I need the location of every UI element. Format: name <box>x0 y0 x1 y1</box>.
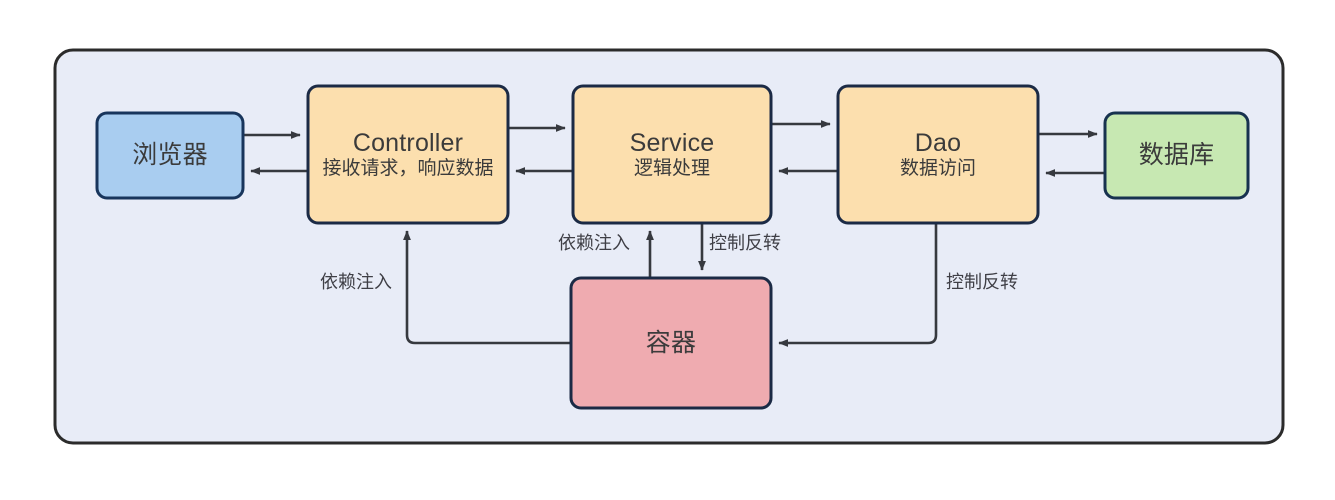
dao-node[interactable] <box>836 84 1040 225</box>
controller-node[interactable] <box>306 84 510 225</box>
container-node[interactable] <box>569 276 773 410</box>
edge-container-to-controller <box>403 230 571 345</box>
browser-node[interactable] <box>95 111 245 200</box>
edge-dao-to-container <box>778 223 938 347</box>
database-node[interactable] <box>1103 111 1250 200</box>
node-layer <box>95 84 1250 410</box>
service-node[interactable] <box>571 84 773 225</box>
